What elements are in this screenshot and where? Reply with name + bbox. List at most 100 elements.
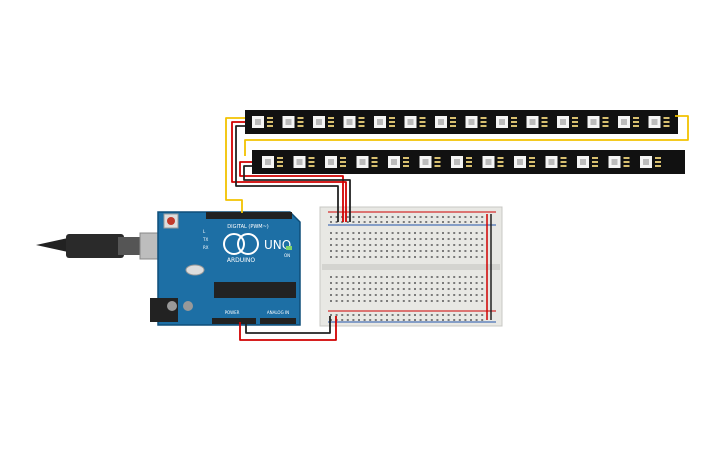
breadboard-hole[interactable] — [442, 314, 444, 316]
breadboard-hole[interactable] — [414, 244, 416, 246]
breadboard-hole[interactable] — [352, 314, 355, 316]
breadboard-hole[interactable] — [475, 221, 478, 223]
breadboard-hole[interactable] — [391, 221, 394, 223]
breadboard-hole[interactable] — [430, 244, 433, 246]
breadboard-hole[interactable] — [419, 216, 422, 218]
breadboard-hole[interactable] — [374, 216, 377, 218]
breadboard-hole[interactable] — [386, 314, 388, 316]
breadboard-hole[interactable] — [363, 250, 366, 252]
breadboard-hole[interactable] — [419, 244, 422, 246]
breadboard-hole[interactable] — [352, 244, 355, 246]
breadboard-hole[interactable] — [330, 300, 332, 302]
breadboard-hole[interactable] — [414, 300, 416, 302]
breadboard-hole[interactable] — [419, 288, 422, 290]
breadboard-hole[interactable] — [481, 256, 484, 258]
breadboard-hole[interactable] — [397, 319, 400, 321]
breadboard-hole[interactable] — [363, 232, 366, 234]
breadboard-hole[interactable] — [397, 282, 400, 284]
breadboard-hole[interactable] — [436, 314, 439, 316]
breadboard-hole[interactable] — [425, 238, 428, 240]
breadboard-hole[interactable] — [380, 238, 383, 240]
breadboard-hole[interactable] — [442, 238, 444, 240]
breadboard-hole[interactable] — [442, 288, 444, 290]
breadboard-hole[interactable] — [397, 276, 400, 278]
breadboard-hole[interactable] — [419, 294, 422, 296]
breadboard-hole[interactable] — [369, 282, 372, 284]
breadboard-hole[interactable] — [341, 294, 344, 296]
breadboard-hole[interactable] — [430, 319, 433, 321]
breadboard-hole[interactable] — [352, 250, 355, 252]
breadboard-hole[interactable] — [369, 300, 372, 302]
breadboard-hole[interactable] — [346, 314, 349, 316]
breadboard-hole[interactable] — [397, 314, 400, 316]
breadboard-hole[interactable] — [402, 314, 405, 316]
breadboard-hole[interactable] — [408, 232, 411, 234]
breadboard-hole[interactable] — [346, 256, 349, 258]
breadboard-hole[interactable] — [442, 232, 444, 234]
breadboard-hole[interactable] — [475, 314, 478, 316]
breadboard-hole[interactable] — [346, 294, 349, 296]
breadboard-hole[interactable] — [442, 282, 444, 284]
breadboard-hole[interactable] — [481, 314, 484, 316]
breadboard-hole[interactable] — [447, 314, 450, 316]
breadboard-hole[interactable] — [330, 256, 332, 258]
breadboard-hole[interactable] — [425, 221, 428, 223]
breadboard-hole[interactable] — [386, 238, 388, 240]
breadboard-hole[interactable] — [330, 294, 332, 296]
breadboard-hole[interactable] — [481, 288, 484, 290]
breadboard-hole[interactable] — [374, 232, 377, 234]
breadboard-hole[interactable] — [464, 256, 467, 258]
breadboard-hole[interactable] — [436, 256, 439, 258]
breadboard-hole[interactable] — [391, 232, 394, 234]
breadboard-hole[interactable] — [475, 300, 478, 302]
breadboard-hole[interactable] — [470, 276, 472, 278]
breadboard-hole[interactable] — [330, 314, 332, 316]
breadboard-hole[interactable] — [447, 300, 450, 302]
breadboard-hole[interactable] — [458, 216, 461, 218]
breadboard-hole[interactable] — [380, 314, 383, 316]
breadboard-hole[interactable] — [425, 232, 428, 234]
breadboard-hole[interactable] — [430, 216, 433, 218]
breadboard-hole[interactable] — [453, 300, 456, 302]
breadboard-hole[interactable] — [481, 294, 484, 296]
breadboard-hole[interactable] — [380, 256, 383, 258]
breadboard-hole[interactable] — [386, 221, 388, 223]
breadboard-hole[interactable] — [458, 232, 461, 234]
breadboard-hole[interactable] — [453, 256, 456, 258]
breadboard-hole[interactable] — [464, 314, 467, 316]
breadboard-hole[interactable] — [335, 314, 338, 316]
breadboard-hole[interactable] — [363, 244, 366, 246]
breadboard-hole[interactable] — [352, 232, 355, 234]
breadboard-hole[interactable] — [442, 319, 444, 321]
breadboard-hole[interactable] — [374, 276, 377, 278]
breadboard-hole[interactable] — [458, 288, 461, 290]
breadboard-hole[interactable] — [442, 216, 444, 218]
breadboard-hole[interactable] — [397, 294, 400, 296]
breadboard-hole[interactable] — [363, 238, 366, 240]
breadboard-hole[interactable] — [408, 250, 411, 252]
breadboard-hole[interactable] — [341, 244, 344, 246]
breadboard-hole[interactable] — [380, 276, 383, 278]
breadboard-hole[interactable] — [436, 221, 439, 223]
breadboard-hole[interactable] — [458, 238, 461, 240]
breadboard-hole[interactable] — [402, 288, 405, 290]
breadboard-hole[interactable] — [458, 244, 461, 246]
breadboard-hole[interactable] — [358, 256, 360, 258]
breadboard-hole[interactable] — [352, 300, 355, 302]
breadboard-hole[interactable] — [414, 282, 416, 284]
breadboard-hole[interactable] — [369, 216, 372, 218]
breadboard-hole[interactable] — [402, 238, 405, 240]
breadboard-hole[interactable] — [341, 319, 344, 321]
breadboard-hole[interactable] — [346, 250, 349, 252]
breadboard-hole[interactable] — [447, 256, 450, 258]
breadboard-hole[interactable] — [453, 294, 456, 296]
breadboard-hole[interactable] — [386, 300, 388, 302]
breadboard-hole[interactable] — [436, 294, 439, 296]
breadboard-hole[interactable] — [335, 256, 338, 258]
breadboard-hole[interactable] — [453, 232, 456, 234]
breadboard-hole[interactable] — [453, 250, 456, 252]
breadboard-hole[interactable] — [436, 250, 439, 252]
breadboard-hole[interactable] — [397, 216, 400, 218]
breadboard-hole[interactable] — [464, 300, 467, 302]
breadboard-hole[interactable] — [330, 276, 332, 278]
